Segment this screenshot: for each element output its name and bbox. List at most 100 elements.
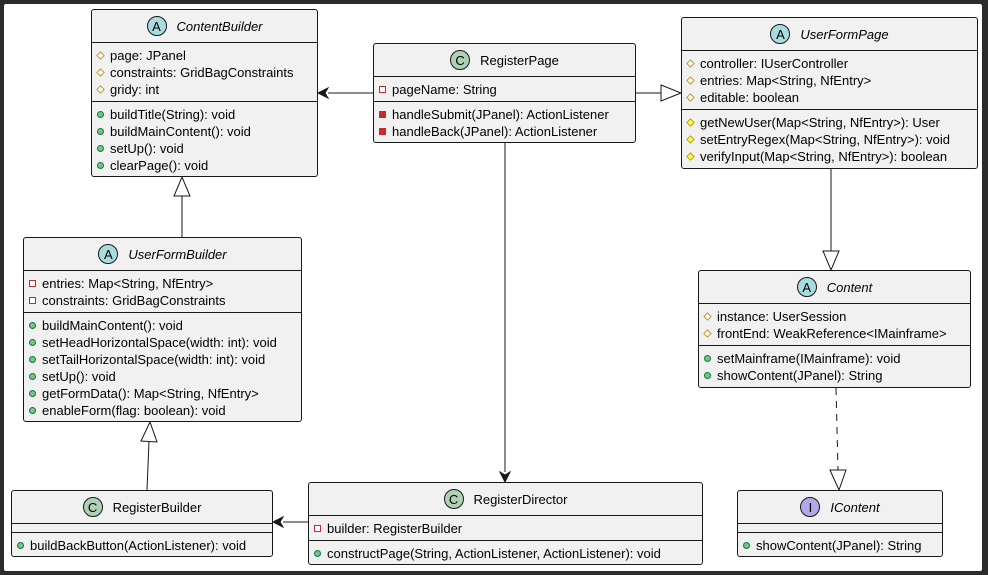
- field-row: pageName: String: [374, 81, 635, 98]
- method-row: enableForm(flag: boolean): void: [24, 402, 301, 419]
- fields-section: page: JPanel constraints: GridBagConstra…: [92, 43, 317, 102]
- field-text: instance: UserSession: [717, 309, 847, 324]
- class-header: I IContent: [738, 491, 942, 524]
- field-text: controller: IUserController: [700, 56, 849, 71]
- class-header: C RegisterDirector: [309, 483, 702, 516]
- abstract-class-icon: A: [796, 277, 817, 297]
- method-row: buildMainContent(): void: [92, 123, 317, 140]
- protected-field-icon: [686, 76, 695, 85]
- class-name: UserFormPage: [800, 26, 889, 42]
- protected-field-icon: [96, 51, 105, 60]
- method-text: enableForm(flag: boolean): void: [42, 403, 226, 418]
- class-registerpage[interactable]: C RegisterPage pageName: String handleSu…: [373, 43, 636, 143]
- class-userformbuilder[interactable]: A UserFormBuilder entries: Map<String, N…: [23, 237, 302, 422]
- public-method-icon: [97, 162, 104, 169]
- public-method-icon: [29, 407, 36, 414]
- private-method-icon: [379, 111, 386, 118]
- class-header: C RegisterPage: [374, 44, 635, 77]
- fields-section: [738, 524, 942, 533]
- class-name: RegisterDirector: [473, 491, 568, 507]
- method-text: getFormData(): Map<String, NfEntry>: [42, 386, 259, 401]
- field-row: constraints: GridBagConstraints: [24, 292, 301, 309]
- methods-section: getNewUser(Map<String, NfEntry>): User s…: [682, 110, 977, 168]
- protected-field-icon: [686, 93, 695, 102]
- field-row: instance: UserSession: [699, 308, 970, 325]
- field-text: builder: RegisterBuilder: [327, 521, 463, 536]
- field-row: entries: Map<String, NfEntry>: [682, 72, 977, 89]
- method-text: getNewUser(Map<String, NfEntry>): User: [700, 115, 940, 130]
- methods-section: buildBackButton(ActionListener): void: [12, 533, 272, 557]
- fields-section: pageName: String: [374, 77, 635, 102]
- method-row: showContent(JPanel): String: [699, 367, 970, 384]
- protected-field-icon: [703, 312, 712, 321]
- method-row: setTailHorizontalSpace(width: int): void: [24, 351, 301, 368]
- class-header: A UserFormPage: [682, 18, 977, 51]
- method-row: setEntryRegex(Map<String, NfEntry>): voi…: [682, 131, 977, 148]
- method-text: setEntryRegex(Map<String, NfEntry>): voi…: [700, 132, 950, 147]
- class-content[interactable]: A Content instance: UserSession frontEnd…: [698, 270, 971, 388]
- field-row: entries: Map<String, NfEntry>: [24, 275, 301, 292]
- class-name: RegisterPage: [480, 52, 559, 68]
- public-method-icon: [704, 372, 711, 379]
- private-method-icon: [379, 128, 386, 135]
- class-contentbuilder[interactable]: A ContentBuilder page: JPanel constraint…: [91, 9, 318, 177]
- public-method-icon: [17, 542, 24, 549]
- methods-section: buildMainContent(): void setHeadHorizont…: [24, 313, 301, 422]
- field-row: gridy: int: [92, 81, 317, 98]
- class-name: ContentBuilder: [176, 18, 263, 34]
- method-row: getFormData(): Map<String, NfEntry>: [24, 385, 301, 402]
- class-name: UserFormBuilder: [128, 246, 227, 262]
- class-header: A ContentBuilder: [92, 10, 317, 43]
- methods-section: handleSubmit(JPanel): ActionListener han…: [374, 102, 635, 143]
- method-text: setUp(): void: [42, 369, 116, 384]
- protected-field-icon: [96, 85, 105, 94]
- method-text: buildBackButton(ActionListener): void: [30, 538, 247, 553]
- method-text: buildMainContent(): void: [110, 124, 251, 139]
- protected-method-icon: [686, 118, 695, 127]
- field-row: constraints: GridBagConstraints: [92, 64, 317, 81]
- method-row: setUp(): void: [92, 140, 317, 157]
- field-row: editable: boolean: [682, 89, 977, 106]
- abstract-class-icon: A: [770, 24, 791, 44]
- method-row: setUp(): void: [24, 368, 301, 385]
- methods-section: buildTitle(String): void buildMainConten…: [92, 102, 317, 177]
- protected-field-icon: [96, 68, 105, 77]
- method-row: handleSubmit(JPanel): ActionListener: [374, 106, 635, 123]
- public-method-icon: [704, 355, 711, 362]
- method-text: constructPage(String, ActionListener, Ac…: [327, 546, 661, 561]
- public-method-icon: [97, 128, 104, 135]
- private-field-icon: [29, 280, 36, 287]
- method-row: buildBackButton(ActionListener): void: [12, 537, 272, 554]
- method-row: getNewUser(Map<String, NfEntry>): User: [682, 114, 977, 131]
- method-row: constructPage(String, ActionListener, Ac…: [309, 545, 702, 562]
- class-userformpage[interactable]: A UserFormPage controller: IUserControll…: [681, 17, 978, 169]
- fields-section: entries: Map<String, NfEntry> constraint…: [24, 271, 301, 313]
- field-row: builder: RegisterBuilder: [309, 520, 702, 537]
- class-name: RegisterBuilder: [112, 499, 202, 515]
- public-method-icon: [29, 356, 36, 363]
- methods-section: constructPage(String, ActionListener, Ac…: [309, 541, 702, 565]
- class-registerbuilder[interactable]: C RegisterBuilder buildBackButton(Action…: [11, 490, 273, 557]
- method-text: setHeadHorizontalSpace(width: int): void: [42, 335, 277, 350]
- class-registerdirector[interactable]: C RegisterDirector builder: RegisterBuil…: [308, 482, 703, 565]
- method-row: handleBack(JPanel): ActionListener: [374, 123, 635, 140]
- fields-section: instance: UserSession frontEnd: WeakRefe…: [699, 304, 970, 346]
- class-header: C RegisterBuilder: [12, 491, 272, 524]
- class-name: IContent: [830, 499, 880, 515]
- method-text: setTailHorizontalSpace(width: int): void: [42, 352, 266, 367]
- method-text: buildTitle(String): void: [110, 107, 236, 122]
- protected-method-icon: [686, 152, 695, 161]
- method-row: setMainframe(IMainframe): void: [699, 350, 970, 367]
- protected-method-icon: [686, 135, 695, 144]
- interface-icontent[interactable]: I IContent showContent(JPanel): String: [737, 490, 943, 557]
- field-row: frontEnd: WeakReference<IMainframe>: [699, 325, 970, 342]
- method-text: setMainframe(IMainframe): void: [717, 351, 901, 366]
- field-row: page: JPanel: [92, 47, 317, 64]
- field-text: pageName: String: [392, 82, 497, 97]
- method-text: handleBack(JPanel): ActionListener: [392, 124, 598, 139]
- class-name: Content: [826, 279, 873, 295]
- methods-section: setMainframe(IMainframe): void showConte…: [699, 346, 970, 387]
- field-text: editable: boolean: [700, 90, 800, 105]
- field-text: gridy: int: [110, 82, 160, 97]
- public-method-icon: [29, 390, 36, 397]
